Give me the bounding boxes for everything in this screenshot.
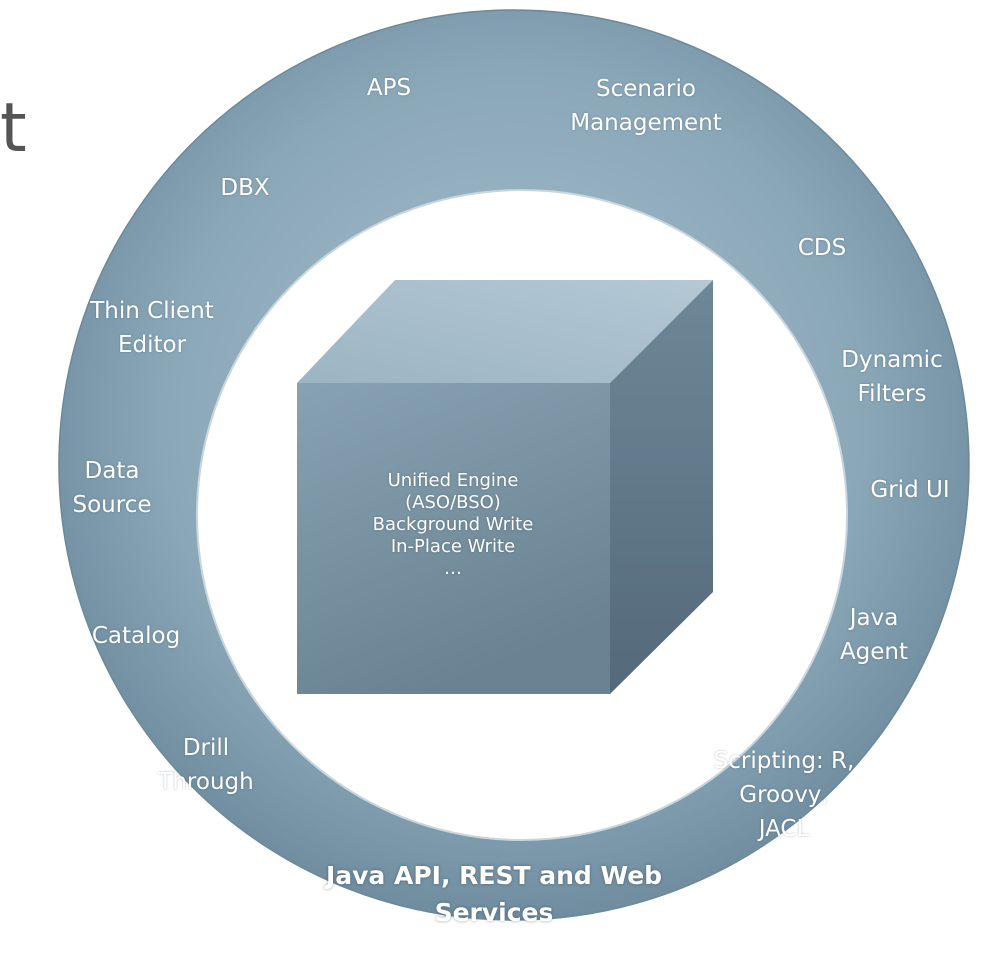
cube-line-3: Background Write xyxy=(372,514,534,535)
inner-disc xyxy=(196,189,848,841)
cube-top-face xyxy=(297,280,713,383)
partial-heading: t xyxy=(0,89,27,168)
cube-line-1: Unified Engine xyxy=(387,470,519,491)
label-catalog: Catalog xyxy=(91,623,181,649)
cube-side-face xyxy=(610,280,713,694)
label-grid-ui: Grid UI xyxy=(870,477,950,503)
label-data-source: Data Source xyxy=(72,458,152,518)
label-scenario-management: Scenario Management xyxy=(570,76,722,136)
cube-line-4: In-Place Write xyxy=(390,536,516,557)
cube-front-face xyxy=(297,383,610,694)
label-dbx: DBX xyxy=(220,175,270,201)
label-dynamic-filters: Dynamic Filters xyxy=(841,347,943,407)
label-java-agent: Java Agent xyxy=(839,605,909,665)
cube-line-5: … xyxy=(444,558,462,579)
label-drill-through: Drill Through xyxy=(158,735,254,795)
cube-label: Unified Engine (ASO/BSO) Background Writ… xyxy=(303,470,603,580)
label-scripting: Scripting: R, Groovy, JACL xyxy=(713,748,855,842)
cube-line-2: (ASO/BSO) xyxy=(405,492,501,513)
label-aps: APS xyxy=(366,75,412,101)
label-java-api: Java API, REST and Web Services xyxy=(325,861,663,927)
label-thin-client-editor: Thin Client Editor xyxy=(90,298,214,358)
label-cds: CDS xyxy=(797,235,847,261)
